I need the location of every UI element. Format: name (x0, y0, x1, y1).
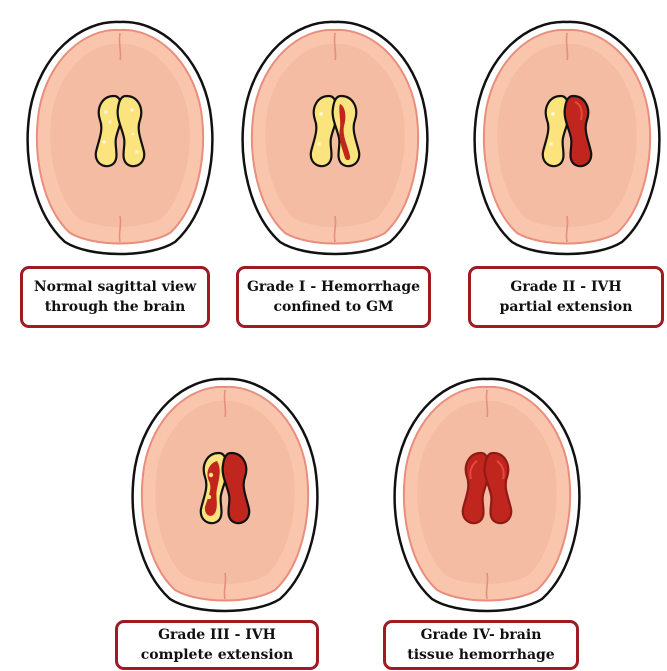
brain-grade-2-illustration (475, 22, 660, 254)
brain-grade-1-illustration (243, 22, 428, 254)
label-line: complete extension (141, 645, 293, 665)
label-line: through the brain (34, 297, 196, 317)
label-line: Normal sagittal view (34, 277, 196, 297)
brain-grade-3-illustration (133, 379, 318, 611)
label-line: confined to GM (247, 297, 420, 317)
label-line: Grade II - IVH (500, 277, 633, 297)
label-line: partial extension (500, 297, 633, 317)
brain-normal-illustration (28, 22, 213, 254)
label-line: Grade I - Hemorrhage (247, 277, 420, 297)
brain-grade-4-illustration (395, 379, 580, 611)
label-line: Grade IV- brain (407, 625, 554, 645)
label-line: Grade III - IVH (141, 625, 293, 645)
label-line: tissue hemorrhage (407, 645, 554, 665)
